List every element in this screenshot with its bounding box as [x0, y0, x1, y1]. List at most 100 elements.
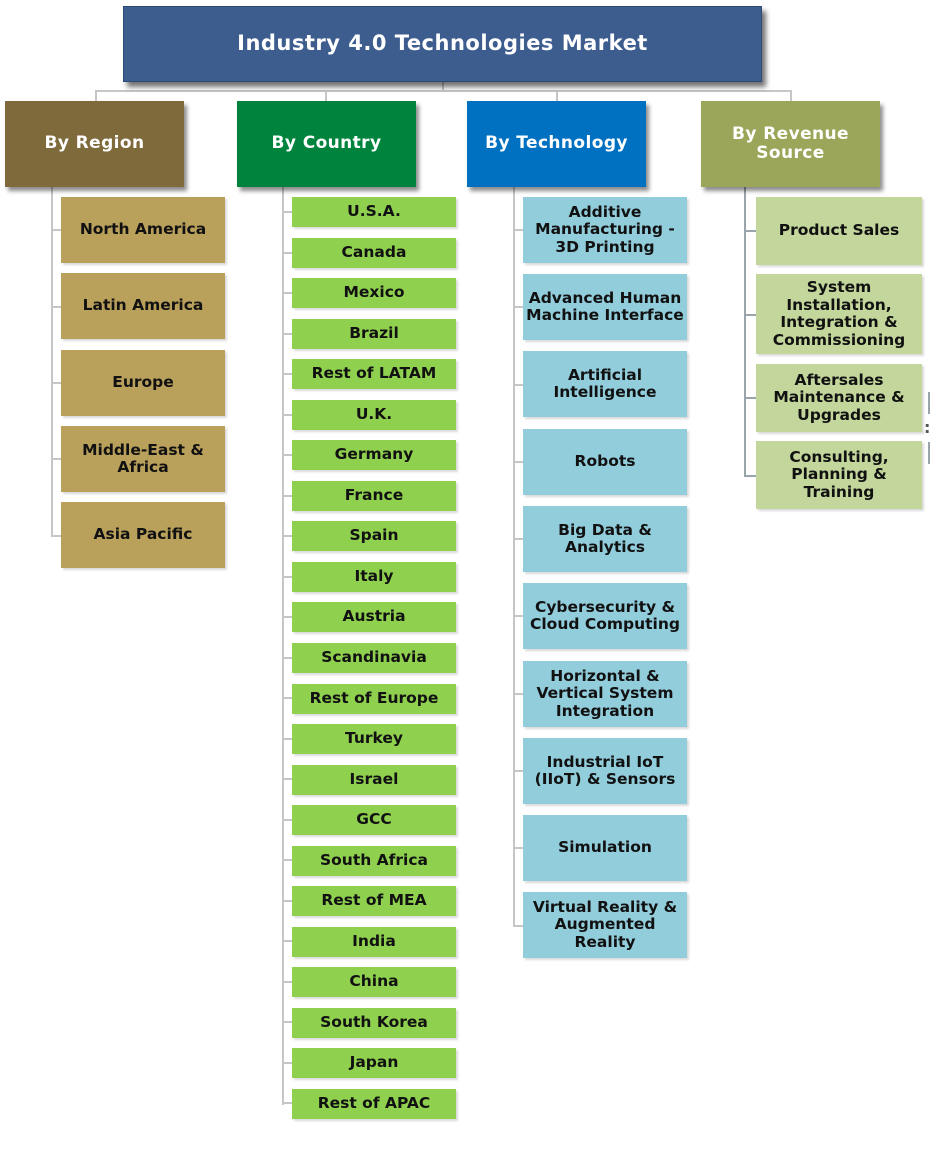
revenue-tick [744, 475, 756, 477]
country-tick [282, 576, 292, 578]
region-tick [51, 306, 61, 308]
country-item: Italy [292, 562, 456, 592]
technology-tick [513, 306, 523, 308]
country-item: Japan [292, 1048, 456, 1078]
technology-tick [513, 229, 523, 231]
country-tick [282, 819, 292, 821]
country-item: India [292, 927, 456, 957]
technology-tick [513, 461, 523, 463]
revenue-item: System Installation, Integration & Commi… [756, 274, 922, 354]
country-tick [282, 900, 292, 902]
revenue-spine [744, 187, 746, 476]
revenue-item: Consulting, Planning & Training [756, 441, 922, 509]
country-item: Israel [292, 765, 456, 795]
technology-drop-line [556, 90, 558, 101]
revenue-item: Aftersales Maintenance & Upgrades [756, 364, 922, 432]
region-tick [51, 458, 61, 460]
country-drop-line [325, 90, 327, 101]
country-tick [282, 738, 292, 740]
region-drop-line [95, 90, 97, 101]
region-spine [51, 187, 53, 537]
country-tick [282, 414, 292, 416]
revenue-tick [744, 314, 756, 316]
country-item: U.S.A. [292, 197, 456, 227]
technology-item: Big Data & Analytics [523, 506, 687, 572]
region-tick [51, 382, 61, 384]
technology-tick [513, 538, 523, 540]
revenue-tick [744, 397, 756, 399]
diagram-title: Industry 4.0 Technologies Market [123, 6, 762, 82]
country-tick [282, 981, 292, 983]
country-item: Turkey [292, 724, 456, 754]
country-item: South Africa [292, 846, 456, 876]
revenue-side-bracket-lower [928, 442, 930, 464]
country-tick [282, 778, 292, 780]
country-tick [282, 292, 292, 294]
country-tick [282, 535, 292, 537]
region-item: Middle-East & Africa [61, 426, 225, 492]
country-item: GCC [292, 805, 456, 835]
technology-item: Advanced Human Machine Interface [523, 274, 687, 340]
country-tick [282, 373, 292, 375]
technology-item: Simulation [523, 815, 687, 881]
country-tick [282, 333, 292, 335]
technology-item: Virtual Reality & Augmented Reality [523, 892, 687, 958]
country-item: France [292, 481, 456, 511]
country-item: Canada [292, 238, 456, 268]
country-tick [282, 1021, 292, 1023]
root-connector-horizontal [95, 90, 792, 92]
country-item: South Korea [292, 1008, 456, 1038]
country-tick [282, 211, 292, 213]
country-item: Rest of APAC [292, 1089, 456, 1119]
technology-tick [513, 384, 523, 386]
technology-item: Horizontal & Vertical System Integration [523, 661, 687, 727]
region-item: Asia Pacific [61, 502, 225, 568]
country-tick [282, 657, 292, 659]
revenue-tick [744, 230, 756, 232]
region-item: Europe [61, 350, 225, 416]
revenue-item: Product Sales [756, 197, 922, 265]
country-item: Rest of Europe [292, 684, 456, 714]
technology-item: Cybersecurity & Cloud Computing [523, 583, 687, 649]
country-tick [282, 454, 292, 456]
technology-item: Industrial IoT (IIoT) & Sensors [523, 738, 687, 804]
country-tick [282, 1062, 292, 1064]
root-connector-vertical [442, 82, 444, 91]
country-item: Germany [292, 440, 456, 470]
country-item: Rest of MEA [292, 886, 456, 916]
technology-tick [513, 615, 523, 617]
country-item: Scandinavia [292, 643, 456, 673]
country-tick [282, 616, 292, 618]
region-header: By Region [5, 101, 184, 187]
region-item: Latin America [61, 273, 225, 339]
technology-header: By Technology [467, 101, 646, 187]
country-tick [282, 859, 292, 861]
country-item: China [292, 967, 456, 997]
technology-item: Robots [523, 429, 687, 495]
country-item: Spain [292, 521, 456, 551]
country-tick [282, 252, 292, 254]
country-item: Austria [292, 602, 456, 632]
technology-spine [513, 187, 515, 926]
technology-tick [513, 693, 523, 695]
country-item: U.K. [292, 400, 456, 430]
country-tick [282, 697, 292, 699]
country-item: Rest of LATAM [292, 359, 456, 389]
country-header: By Country [237, 101, 416, 187]
technology-item: Additive Manufacturing - 3D Printing [523, 197, 687, 263]
revenue-side-bracket [928, 392, 930, 414]
technology-tick [513, 847, 523, 849]
technology-tick [513, 925, 523, 927]
technology-tick [513, 770, 523, 772]
country-item: Mexico [292, 278, 456, 308]
region-item: North America [61, 197, 225, 263]
region-tick [51, 229, 61, 231]
technology-item: Artificial Intelligence [523, 351, 687, 417]
country-spine [282, 187, 284, 1105]
revenue-header: By Revenue Source [701, 101, 880, 187]
region-tick [51, 535, 61, 537]
country-item: Brazil [292, 319, 456, 349]
country-tick [282, 495, 292, 497]
country-tick [282, 1102, 292, 1104]
country-tick [282, 940, 292, 942]
